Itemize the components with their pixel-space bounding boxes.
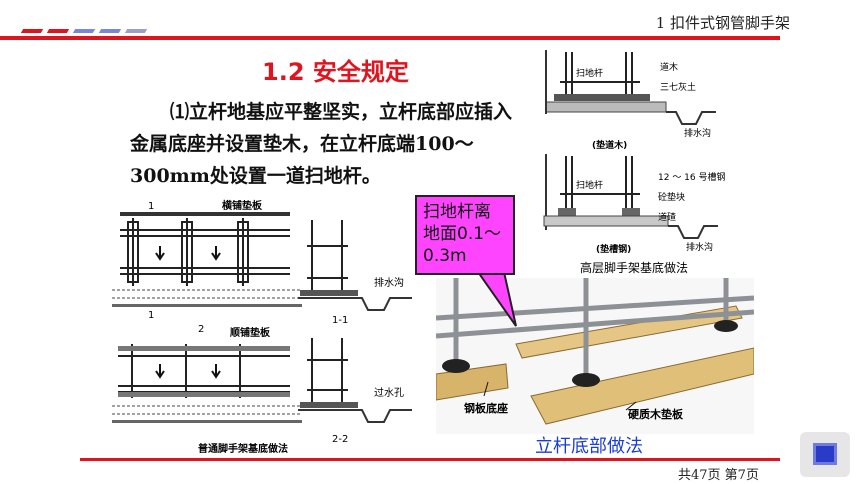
- label-sweep-rod-1: 扫地杆: [576, 67, 603, 79]
- label-drain-hole: 过水孔: [374, 386, 404, 399]
- label-ballast: 道碴: [658, 211, 676, 223]
- label-channel-steel: 12 ～ 16 号槽钢: [658, 171, 726, 183]
- label-section-1: 1: [148, 201, 154, 212]
- label-sweep-rod-2: 扫地杆: [576, 179, 603, 191]
- header-decor: [0, 0, 860, 44]
- label-lime-soil: 三七灰土: [660, 81, 696, 93]
- label-section-11: 1-1: [332, 315, 348, 326]
- label-vertical-pad: 顺铺垫板: [230, 326, 271, 339]
- photo-pole-base: 钢板底座 硬质木垫板: [436, 278, 754, 434]
- page-info: 共47页 第7页: [678, 468, 759, 483]
- footer-rule: [80, 458, 780, 461]
- paragraph-marker: ⑴: [170, 101, 190, 123]
- figure-right-caption: 高层脚手架基底做法: [580, 260, 688, 275]
- label-drain: 排水沟: [374, 276, 404, 289]
- figure-left-caption: 普通脚手架基底做法: [198, 442, 288, 455]
- figure-highrise-base: 扫地杆 道木 三七灰土 排水沟 (垫道木) 扫地杆 12 ～ 16 号槽钢 砼垫…: [543, 50, 726, 275]
- header-dash: [98, 29, 122, 33]
- callout-pointer: [476, 271, 517, 327]
- label-drain-1: 排水沟: [684, 127, 711, 139]
- header-dash: [46, 29, 70, 33]
- header-rule: [0, 36, 780, 40]
- header-title: 1 扣件式钢管脚手架: [655, 14, 790, 32]
- figure-ordinary-base: 1 横铺垫板 排水沟 1-1 1 2 顺铺垫板 过水孔 2-2 普通脚手架基底做…: [112, 199, 412, 455]
- sub-caption-sleeper: (垫道木): [592, 139, 627, 151]
- callout-box: 扫地杆离地面0.1～0.3m: [415, 195, 515, 275]
- sub-caption-channel: (垫槽钢): [596, 243, 631, 255]
- label-steel-base: 钢板底座: [464, 401, 508, 415]
- label-drain-2: 排水沟: [686, 241, 713, 253]
- slide-nav-button[interactable]: [800, 432, 850, 477]
- photo-caption: 立杆底部做法: [535, 436, 643, 457]
- slide-title: 1.2 安全规定: [262, 58, 409, 86]
- label-section-1b: 1: [148, 310, 154, 321]
- label-hardwood-board: 硬质木垫板: [628, 407, 684, 421]
- paragraph-text: 立杆地基应平整坚实，立杆底部应插入金属底座并设置垫木，在立杆底端100～300m…: [130, 101, 513, 187]
- label-horizontal-pad: 横铺垫板: [222, 199, 263, 212]
- body-paragraph: ⑴立杆地基应平整坚实，立杆底部应插入金属底座并设置垫木，在立杆底端100～300…: [130, 96, 525, 192]
- header-dash: [124, 29, 148, 33]
- label-sleeper: 道木: [660, 61, 678, 73]
- header-dash: [20, 29, 44, 33]
- header-dash: [72, 29, 96, 33]
- label-section-22: 2-2: [332, 434, 348, 445]
- nav-square-icon: [813, 443, 837, 465]
- label-concrete-block: 砼垫块: [658, 191, 685, 203]
- label-section-2: 2: [198, 324, 204, 335]
